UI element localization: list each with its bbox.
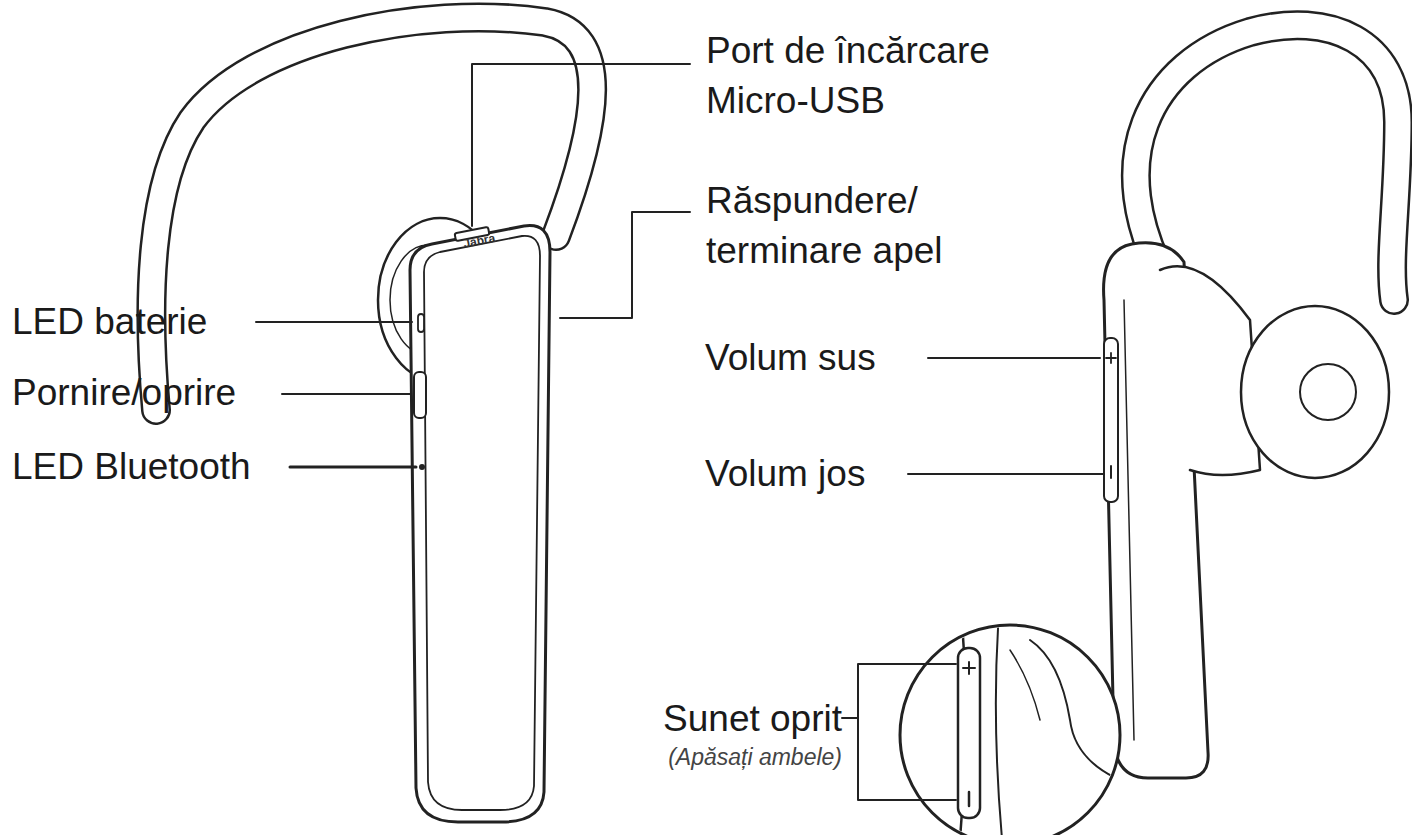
bracket-leader — [842, 664, 956, 800]
zoom-volume-rocker — [958, 648, 980, 818]
part-label: (Apăsați ambele) — [668, 742, 842, 773]
minus-symbol — [1110, 466, 1112, 478]
minus-symbol — [968, 792, 971, 806]
plus-symbol — [963, 662, 975, 674]
leader-line — [908, 473, 1104, 475]
part-label: Sunet oprit — [663, 694, 842, 744]
part-label: Pornire/oprire — [12, 368, 236, 418]
leader-line — [472, 64, 690, 226]
part-label: LED baterie — [12, 297, 207, 347]
body-edge — [1124, 300, 1134, 740]
zoom-body-edge — [996, 600, 1004, 835]
headset-body — [410, 226, 550, 822]
leader-line — [560, 212, 690, 318]
leader-line — [290, 466, 416, 469]
plus-symbol — [1106, 353, 1116, 363]
part-label: LED Bluetooth — [12, 442, 251, 492]
zoom-circle — [900, 625, 1120, 835]
ear-tip-hole — [1300, 364, 1356, 420]
battery-led — [418, 314, 424, 332]
zoom-detail — [1010, 650, 1040, 720]
part-label: Volum jos — [705, 449, 865, 499]
front-face — [424, 236, 540, 810]
leader-line — [282, 393, 410, 395]
leader-line — [928, 357, 1100, 359]
part-label: Răspundere/ terminare apel — [706, 176, 1006, 276]
ear-tip — [1241, 306, 1389, 478]
part-label: Port de încărcare Micro-USB — [706, 26, 1046, 126]
leader-line — [256, 321, 412, 323]
power-button — [414, 372, 426, 418]
part-label: Volum sus — [705, 333, 876, 383]
zoom-ear-neck — [1030, 640, 1120, 780]
volume-rocker — [1104, 338, 1118, 502]
bluetooth-led — [419, 464, 425, 470]
